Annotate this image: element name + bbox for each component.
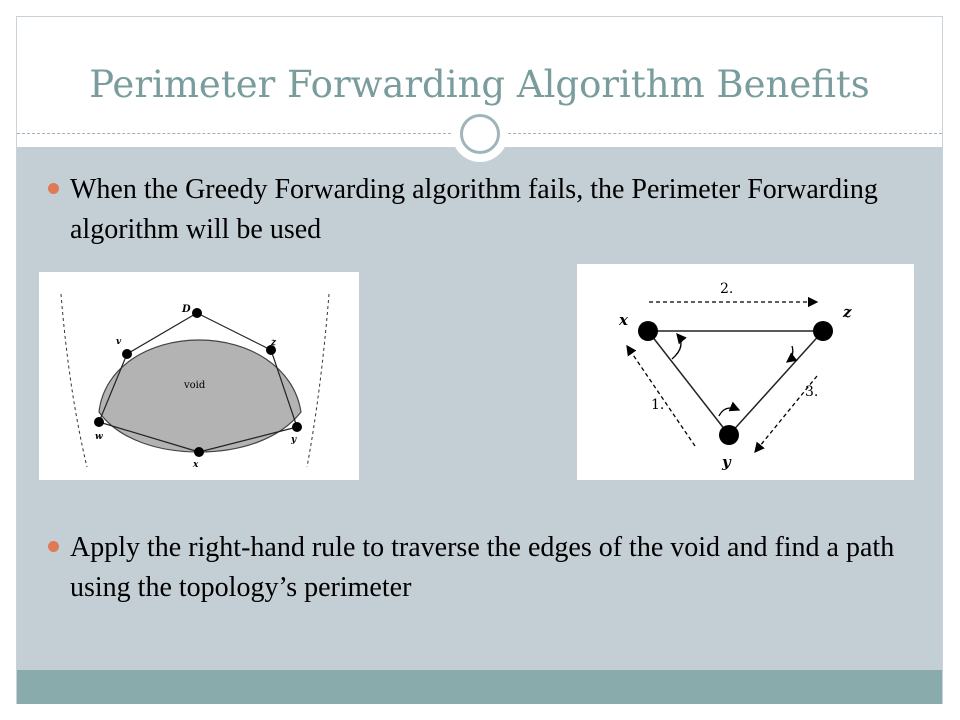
node-label-x: x — [618, 311, 629, 329]
edge-x-y — [647, 330, 730, 436]
edge-w-x — [98, 421, 200, 453]
bullet-text: Apply the right-hand rule to traverse th… — [70, 532, 895, 603]
step-label-3: 3. — [805, 384, 818, 400]
curl-arrow-y — [718, 401, 741, 417]
bullet-text: When the Greedy Forwarding algorithm fai… — [70, 174, 878, 245]
edge-z-y — [728, 330, 824, 436]
bullet-dot-icon — [48, 183, 59, 194]
node-y — [719, 425, 739, 445]
edge-x-y — [198, 426, 298, 453]
edge-v-d — [126, 312, 198, 355]
node-v — [122, 349, 132, 359]
node-z — [813, 321, 833, 341]
node-label-z: z — [842, 303, 852, 321]
node-label-w: w — [95, 432, 103, 442]
node-label-y: y — [721, 453, 732, 471]
node-label-d: D — [181, 304, 191, 315]
edge-d-z — [196, 312, 272, 351]
slide-title: Perimeter Forwarding Algorithm Benefits — [89, 63, 870, 106]
curl-arrow-x — [671, 333, 687, 360]
dashed-arc-right — [306, 293, 330, 468]
void-label: void — [183, 380, 206, 391]
step-label-1: 1. — [651, 397, 664, 413]
triangle-diagram: x z y 2. 1. 3. — [577, 264, 914, 480]
footer-bar — [17, 670, 942, 704]
step-label-2: 2. — [720, 281, 733, 297]
node-label-z: z — [270, 338, 277, 348]
node-d — [192, 308, 202, 318]
node-y — [292, 422, 302, 432]
circle-ornament-icon — [452, 106, 508, 162]
node-x — [638, 321, 658, 341]
bullet-dot-icon — [48, 541, 59, 552]
node-z — [266, 345, 276, 355]
void-diagram: void D v z w y x — [39, 272, 359, 480]
edge-z-y — [270, 349, 298, 428]
node-label-v: v — [116, 337, 122, 347]
node-label-y: y — [290, 435, 297, 445]
edge-v-w — [98, 353, 128, 423]
dashed-arc-left — [60, 293, 88, 468]
node-w — [94, 417, 104, 427]
node-x — [194, 447, 204, 457]
arrow-step-3 — [754, 375, 818, 454]
void-region — [98, 339, 302, 453]
ornament-ring — [460, 114, 500, 154]
node-label-x: x — [192, 460, 199, 470]
curl-arrow-z — [785, 345, 798, 363]
arrow-step-1 — [626, 344, 696, 447]
